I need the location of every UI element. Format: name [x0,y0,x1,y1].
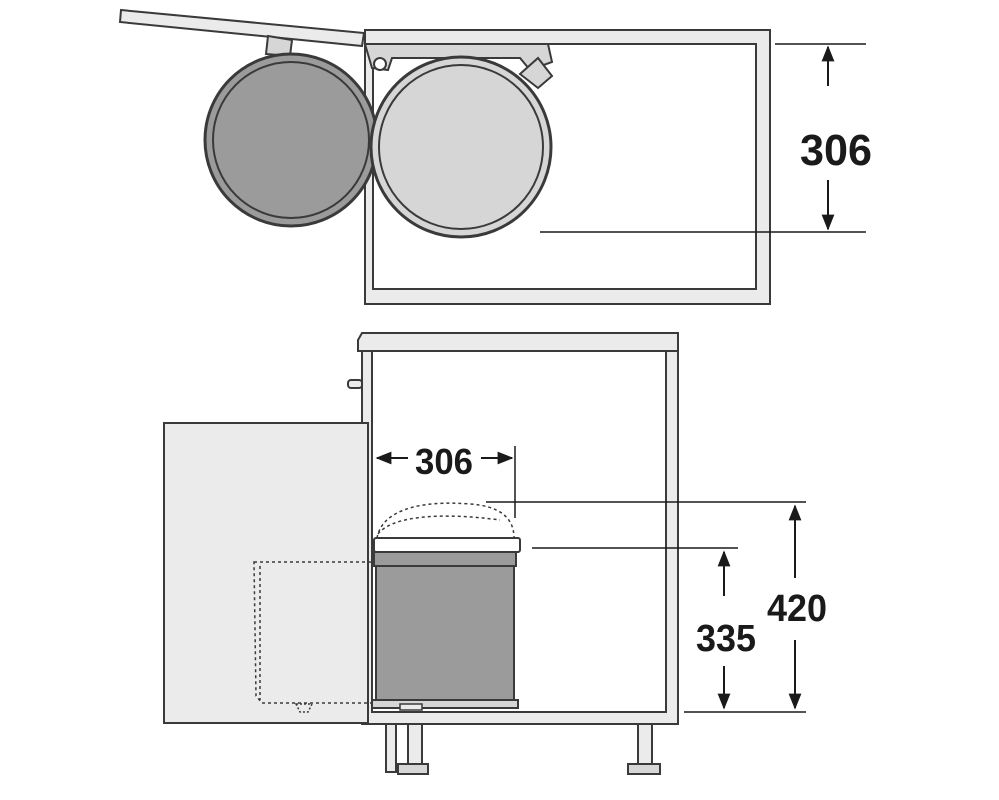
bin-side-view [371,537,521,711]
side-view: 306 335 420 [163,332,827,775]
bin-lid [373,537,521,553]
countertop [357,332,679,352]
top-view: 306 [118,8,872,305]
bin-height-label: 335 [696,618,756,660]
cabinet-top-frame [364,29,771,305]
open-lid-height-label: 420 [767,588,827,630]
side-width-label: 306 [415,441,473,482]
door-stop-knob [347,379,363,389]
bin-rotated-out [203,52,379,228]
open-lid-outline [376,502,515,539]
open-door-front [163,422,369,724]
open-door-panel [118,8,366,48]
top-depth-label: 306 [800,126,872,175]
bin-height-dimension: 335 [696,550,756,710]
open-lid-inner-outline [377,515,501,535]
bin-swung-out-outline [253,561,373,704]
lid-handle [518,56,554,90]
hinge-pivot [373,57,387,71]
cabinet-legs [385,723,661,775]
cabinet-body [361,350,679,725]
bin-base-rail [371,699,519,709]
bin-inside-cabinet [369,55,554,239]
open-lid-height-dimension: 420 [767,504,827,710]
bin-swung-out-foot [294,703,314,713]
top-depth-dimension: 306 [540,43,872,233]
bin-body [375,565,515,701]
side-width-dimension: 306 [375,441,516,518]
